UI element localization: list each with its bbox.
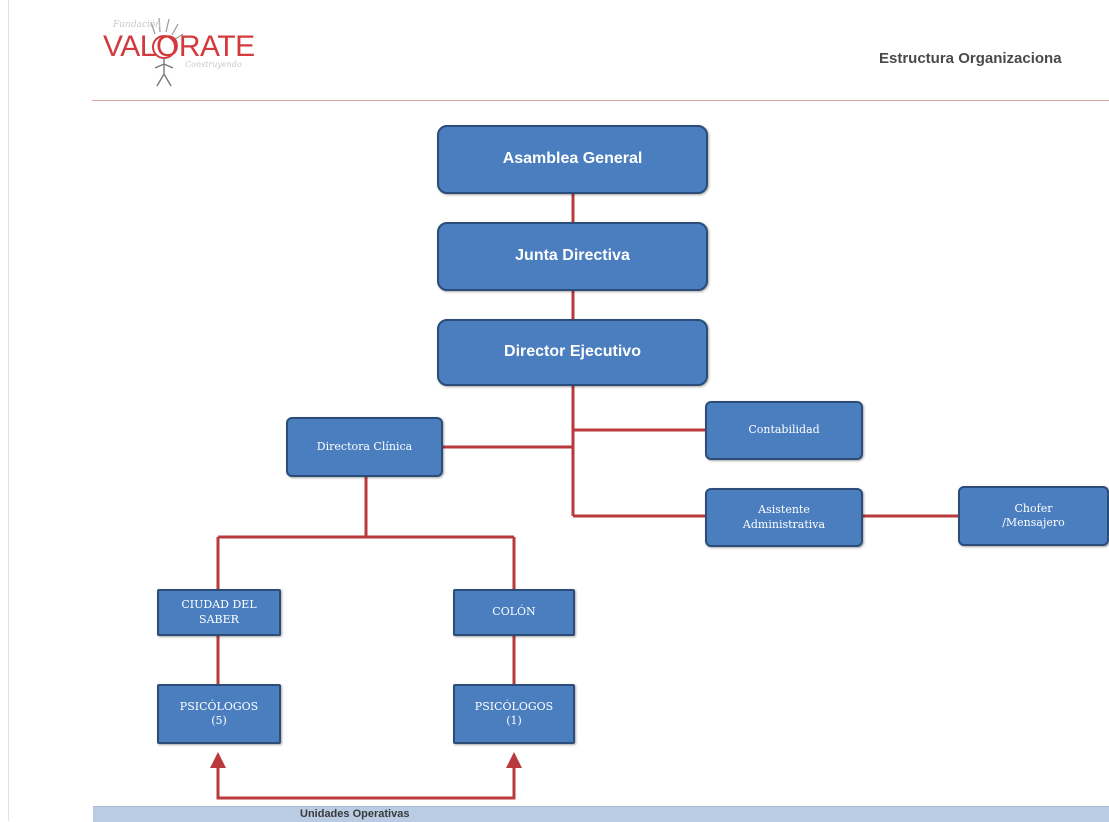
connector-psicologos-link xyxy=(216,765,516,800)
left-margin-rule xyxy=(8,0,9,821)
header-divider xyxy=(92,100,1109,101)
node-colon: COLÓN xyxy=(453,589,575,636)
node-asamblea-general: Asamblea General xyxy=(437,125,708,194)
arrow-up-left-icon xyxy=(210,752,226,768)
node-director-ejecutivo: Director Ejecutivo xyxy=(437,319,708,386)
node-chofer-mensajero: Chofer /Mensajero xyxy=(958,486,1109,546)
logo-top-text: Fundación xyxy=(113,20,162,30)
footer-band xyxy=(93,806,1109,822)
logo-wordmark: VALORATE xyxy=(103,30,255,63)
node-directora-clinica: Directora Clínica xyxy=(286,417,443,477)
valorate-logo: Fundación VALORATE Construyendo xyxy=(103,12,263,94)
arrow-up-right-icon xyxy=(506,752,522,768)
node-junta-directiva: Junta Directiva xyxy=(437,222,708,291)
page-title: Estructura Organizaciona xyxy=(879,50,1062,67)
node-psicologos-ciudad: PSICÓLOGOS (5) xyxy=(157,684,281,744)
footer-label: Unidades Operativas xyxy=(300,808,410,820)
node-asistente-administrativa: Asistente Administrativa xyxy=(705,488,863,547)
node-psicologos-colon: PSICÓLOGOS (1) xyxy=(453,684,575,744)
node-ciudad-del-saber: CIUDAD DEL SABER xyxy=(157,589,281,636)
node-contabilidad: Contabilidad xyxy=(705,401,863,460)
logo-figure-icon xyxy=(150,17,184,87)
logo-sub-text: Construyendo xyxy=(185,60,242,69)
